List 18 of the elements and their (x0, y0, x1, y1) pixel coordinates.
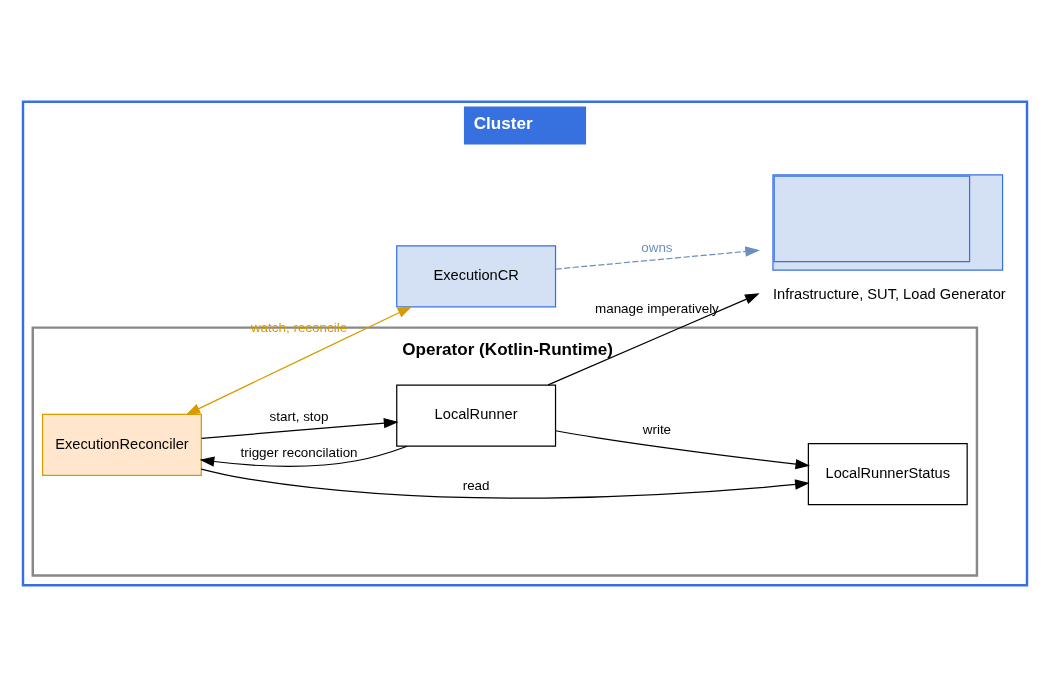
edge-label: read (462, 477, 490, 493)
arrow (200, 468, 810, 499)
node-box: ExecutionCR (396, 244, 557, 307)
arrow (555, 429, 811, 469)
edge-label: owns (641, 239, 673, 255)
arrow (199, 445, 408, 467)
edge-label: trigger reconcilation (240, 444, 358, 460)
node-box: LocalRunner (396, 383, 557, 447)
node-box: ExecutionReconciler (41, 413, 202, 476)
node-label: Infrastructure, SUT, Load Generator (772, 285, 1006, 302)
edge-label: write (642, 421, 672, 437)
node-box: LocalRunnerStatus (807, 442, 968, 505)
arrow (201, 417, 399, 439)
edge-label: manage imperatively (594, 300, 719, 316)
arrow (555, 245, 760, 270)
edge-label: start, stop (269, 408, 329, 424)
arrow (547, 292, 760, 386)
arrow (185, 305, 413, 415)
